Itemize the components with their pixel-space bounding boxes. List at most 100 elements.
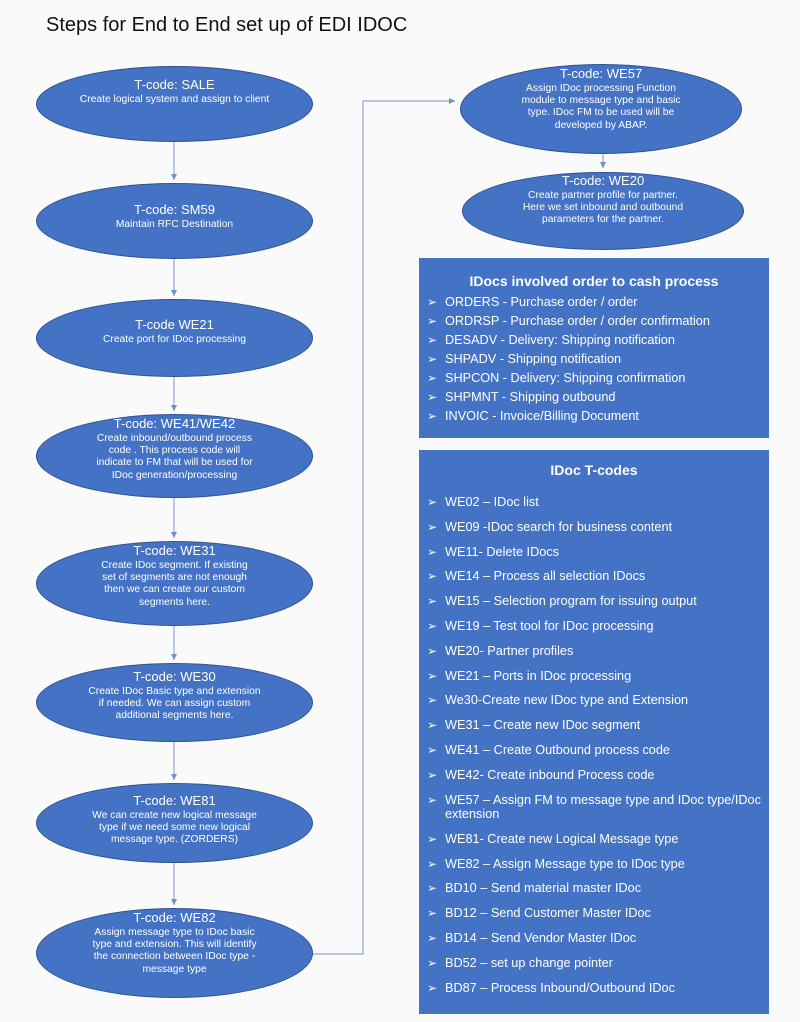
step-code: T-code: WE81 — [133, 793, 216, 808]
arrow-bullet-icon: ➢ — [427, 931, 438, 946]
list-item-text: INVOIC - Invoice/Billing Document — [445, 409, 639, 423]
arrow-bullet-icon: ➢ — [427, 495, 438, 509]
list-item: ➢ BD14 – Send Vendor Master IDoc — [419, 931, 769, 946]
arrow-bullet-icon: ➢ — [427, 333, 438, 347]
arrow-bullet-icon: ➢ — [427, 718, 438, 733]
list-item-text: BD12 – Send Customer Master IDoc — [445, 906, 651, 921]
list-item-text: BD14 – Send Vendor Master IDoc — [445, 931, 637, 946]
arrow-bullet-icon: ➢ — [427, 742, 438, 757]
list-item: ➢ WE19 – Test tool for IDoc processing — [419, 619, 769, 634]
arrow-bullet-icon: ➢ — [427, 643, 438, 658]
step-we31: T-code: WE31 Create IDoc segment. If exi… — [36, 541, 313, 626]
list-item: ➢SHPMNT - Shipping outbound — [419, 388, 769, 407]
idoc-tcodes-panel: IDoc T-codes ➢WE02 – IDoc list➢WE09 -IDo… — [419, 450, 769, 1014]
list-item-text: BD10 – Send material master IDoc — [445, 881, 642, 896]
step-sm59: T-code: SM59 Maintain RFC Destination — [36, 183, 313, 259]
panel-title: IDocs involved order to cash process — [469, 273, 719, 289]
step-code: T-code WE21 — [135, 317, 214, 332]
arrow-bullet-icon: ➢ — [427, 569, 438, 584]
arrow-bullet-icon: ➢ — [427, 955, 438, 970]
step-description: Maintain RFC Destination — [115, 219, 234, 230]
list-item: ➢SHPCON - Delivery: Shipping confirmatio… — [419, 369, 769, 388]
arrow-bullet-icon: ➢ — [427, 390, 438, 404]
list-item: ➢ INVOIC - Invoice/Billing Document — [419, 407, 769, 426]
list-item-text: WE19 – Test tool for IDoc processing — [445, 618, 654, 633]
step-we57: T-code: WE57 Assign IDoc processing Func… — [460, 64, 742, 154]
list-item: ➢ BD52 – set up change pointer — [419, 956, 769, 971]
list-item: ➢ BD12 – Send Customer Master IDoc — [419, 906, 769, 921]
list-item: ➢ORDRSP - Purchase order / order confirm… — [419, 312, 769, 331]
step-code: T-code: WE31 — [133, 543, 216, 558]
list-item: ➢WE21 – Ports in IDoc processing — [419, 669, 769, 684]
list-item-text: WE09 -IDoc search for business content — [445, 519, 673, 534]
arrow-bullet-icon: ➢ — [427, 856, 438, 871]
list-item-text: WE42- Create inbound Process code — [445, 767, 655, 782]
list-item: ➢ WE31 – Create new IDoc segment — [419, 718, 769, 733]
tcode-list: ➢WE02 – IDoc list➢WE09 -IDoc search for … — [419, 495, 769, 995]
step-description: We can create new logical message type i… — [92, 810, 257, 846]
step-we81: T-code: WE81 We can create new logical m… — [36, 783, 313, 863]
arrow-bullet-icon: ➢ — [427, 618, 438, 633]
arrow-bullet-icon: ➢ — [427, 668, 438, 683]
list-item: ➢ WE82 – Assign Message type to IDoc type — [419, 857, 769, 872]
step-code: T-code: SM59 — [134, 202, 215, 217]
step-description: Create IDoc Basic type and extension if … — [88, 686, 261, 722]
panel-title: IDoc T-codes — [550, 462, 638, 478]
step-code: T-code: WE20 — [561, 173, 645, 188]
list-item: ➢ WE81- Create new Logical Message type — [419, 832, 769, 847]
list-item-text: WE57 – Assign FM to message type and IDo… — [445, 792, 761, 822]
list-item-text: WE31 – Create new IDoc segment — [445, 718, 641, 733]
list-item: ➢ WE11- Delete IDocs — [419, 545, 769, 560]
list-item-text: WE14 – Process all selection IDocs — [445, 569, 646, 584]
arrow-bullet-icon: ➢ — [427, 693, 438, 708]
list-item-text: WE11- Delete IDocs — [445, 544, 559, 559]
arrow-bullet-icon: ➢ — [427, 594, 438, 609]
page-title: Steps for End to End set up of EDI IDOC — [46, 14, 408, 36]
step-we20: T-code: WE20 Create partner profile for … — [462, 172, 744, 250]
arrow-bullet-icon: ➢ — [427, 295, 438, 309]
list-item: ➢SHPADV - Shipping notification — [419, 350, 769, 369]
list-item-text: We30-Create new IDoc type and Extension — [445, 693, 689, 708]
list-item-text: WE81- Create new Logical Message type — [445, 831, 679, 846]
arrow-bullet-icon: ➢ — [427, 831, 438, 846]
list-item-text: WE02 – IDoc list — [445, 495, 539, 509]
step-code: T-code: WE30 — [133, 669, 216, 684]
list-item-text: ORDRSP - Purchase order / order confirma… — [445, 314, 710, 328]
list-item: ➢ WE20- Partner profiles — [419, 644, 769, 659]
step-code: T-code: WE41/WE42 — [113, 416, 236, 431]
step-description: Assign IDoc processing Function module t… — [521, 83, 681, 131]
list-item-text: WE20- Partner profiles — [445, 643, 574, 658]
idoc-list: ➢ORDERS - Purchase order / order➢ORDRSP … — [419, 293, 769, 426]
list-item-text: DESADV - Delivery: Shipping notification — [445, 333, 675, 347]
list-item: ➢BD87 – Process Inbound/Outbound IDoc — [419, 981, 769, 996]
list-item: ➢WE09 -IDoc search for business content — [419, 520, 769, 535]
list-item: ➢WE42- Create inbound Process code — [419, 768, 769, 783]
step-we41-we42: T-code: WE41/WE42 Create inbound/outboun… — [36, 414, 313, 498]
step-description: Create IDoc segment. If existing set of … — [101, 560, 248, 608]
arrow-bullet-icon: ➢ — [427, 409, 438, 423]
arrow-bullet-icon: ➢ — [427, 792, 438, 807]
step-description: Create port for IDoc processing — [102, 334, 247, 345]
list-item-text: BD87 – Process Inbound/Outbound IDoc — [445, 980, 675, 995]
arrow-bullet-icon: ➢ — [427, 544, 438, 559]
list-item: ➢ WE57 – Assign FM to message type and ID… — [419, 793, 769, 822]
list-item-text: BD52 – set up change pointer — [445, 955, 613, 970]
idocs-order-to-cash-panel: IDocs involved order to cash process ➢OR… — [419, 258, 769, 438]
arrow-bullet-icon: ➢ — [427, 906, 438, 921]
step-description: Assign message type to IDoc basic type a… — [92, 927, 257, 975]
list-item: ➢BD10 – Send material master IDoc — [419, 881, 769, 896]
list-item: ➢ WE15 – Selection program for issuing ou… — [419, 594, 769, 609]
arrow-bullet-icon: ➢ — [427, 371, 438, 385]
arrow-bullet-icon: ➢ — [427, 352, 438, 366]
step-code: T-code: SALE — [134, 77, 215, 92]
connector-arrow — [308, 98, 455, 955]
list-item-text: ORDERS - Purchase order / order — [445, 295, 638, 309]
list-item: ➢ We30-Create new IDoc type and Extension — [419, 693, 769, 708]
list-item-text: WE15 – Selection program for issuing out… — [445, 594, 697, 609]
step-description: Create logical system and assign to clie… — [79, 94, 270, 105]
step-description: Create inbound/outbound process code . T… — [96, 433, 253, 481]
step-sale: T-code: SALE Create logical system and a… — [36, 66, 313, 142]
list-item-text: WE82 – Assign Message type to IDoc type — [445, 856, 685, 871]
list-item: ➢ ORDERS - Purchase order / order — [419, 293, 769, 312]
